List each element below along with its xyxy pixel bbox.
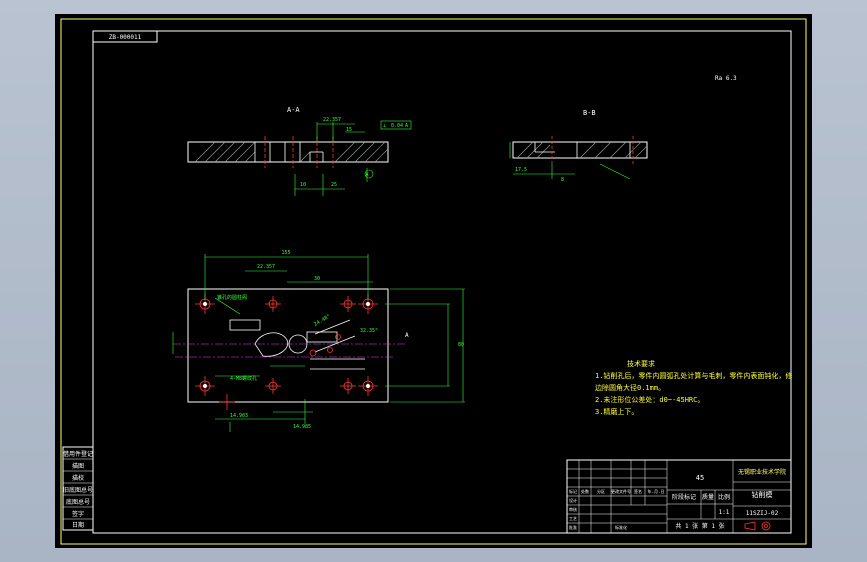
drawing-canvas[interactable]: ZB-000011 Ra 6.3 A-A (55, 14, 812, 548)
tolerance-value: 0.04 (391, 123, 403, 129)
tb-row-4: 更改文件号 (611, 488, 631, 494)
tb-role-design: 设计 (569, 497, 577, 503)
dim-bottom-span2: 14.985 (293, 424, 311, 430)
tb-row-5: 签名 (634, 488, 642, 494)
drawing-frame (92, 30, 792, 534)
projection-symbol-icon (744, 521, 771, 531)
strip-row-5: 底图总号 (66, 498, 90, 506)
tech-req-line-2: 边除圆角大径0.1mm。 (595, 384, 666, 392)
tb-part-name: 钻削模 (752, 490, 773, 499)
section-a-view: A-A (187, 106, 412, 196)
plan-view: 155 22.357 30 80 14.903 14.985 24.48° 32… (172, 250, 465, 432)
roughness-general: Ra 6.3 (715, 75, 737, 82)
section-a-label: A-A (287, 106, 300, 114)
dim-bottom-span: 14.903 (230, 413, 248, 419)
dim-angle-2: 32.35° (360, 328, 378, 334)
tb-row-1: 标记 (569, 488, 577, 494)
section-b-view: B-B 17.5 8 (509, 109, 648, 183)
strip-row-3: 描校 (72, 474, 84, 482)
tech-req-line-4: 3.精磨上下。 (595, 408, 639, 416)
drawing-tag-box (92, 30, 158, 43)
tb-drawing-number: 11SZIJ-02 (746, 510, 779, 517)
dim-hole-spacing: 30 (314, 276, 320, 282)
tb-material: 45 (696, 474, 704, 482)
title-block: 45 无锡职业技术学院 钻削模 11SZIJ-02 阶段标记 质量 比例 1:1… (566, 459, 792, 534)
tb-stage-label: 阶段标记 (672, 493, 696, 501)
tb-row-6: 年.月.日 (648, 488, 665, 494)
strip-row-6: 签字 (72, 510, 84, 518)
cad-viewport[interactable]: ZB-000011 Ra 6.3 A-A (55, 14, 812, 548)
tech-req-title: 技术要求 (627, 360, 655, 368)
drawing-tag: ZB-000011 (109, 34, 142, 41)
dim-angle-1: 24.48° (313, 314, 332, 328)
tech-req-line-1: 1.钻削孔后，零件内圆弧孔处计算与毛刺，零件内表面钝化，修 (595, 372, 793, 380)
tb-sheet-info: 共 1 张 第 1 张 (675, 522, 724, 530)
tb-scale: 1:1 (719, 509, 730, 516)
tb-role-approve: 批准 (569, 524, 577, 530)
strip-row-7: 日期 (72, 521, 84, 529)
tb-row-2: 处数 (581, 488, 589, 494)
section-a-dim-2: 15 (346, 127, 352, 133)
tb-company: 无锡职业技术学院 (738, 468, 786, 476)
section-cut-a: A (405, 332, 409, 339)
section-a-dim-1: 22.357 (323, 117, 341, 123)
section-b-dim-2: 8 (561, 177, 564, 183)
tolerance-datum: A (405, 123, 408, 129)
paper-border (60, 18, 807, 545)
tech-req-line-3: 2.未注形位公差处：d0~-45HRC。 (595, 396, 705, 404)
tb-role-process: 工艺 (569, 516, 577, 521)
strip-row-4: 旧底图总号 (63, 486, 93, 494)
dim-hole-offset: 22.357 (257, 264, 275, 270)
dim-height: 80 (458, 342, 464, 348)
section-a-dim-3: 10 (300, 182, 306, 188)
tb-mass-label: 质量 (702, 493, 714, 501)
section-b-label: B-B (583, 109, 596, 117)
datum-a-marker: A (365, 172, 368, 178)
section-a-dim-4: 25 (331, 182, 337, 188)
strip-row-1: 借用件登记 (63, 450, 93, 458)
tb-role-review: 审核 (569, 506, 577, 512)
callout-counterbore: 锥孔的圆柱阁 (217, 294, 247, 301)
callout-through-hole: 4-M8螺纹孔 (230, 375, 257, 382)
tolerance-sym: ⊥ (383, 123, 386, 129)
strip-row-2: 描图 (72, 462, 84, 470)
tb-role-standard: 标准化 (615, 524, 627, 530)
technical-requirements: 技术要求 1.钻削孔后，零件内圆弧孔处计算与毛刺，零件内表面钝化，修 边除圆角大… (595, 358, 792, 418)
section-b-dim-1: 17.5 (515, 167, 527, 173)
left-record-strip: 借用件登记 描图 描校 旧底图总号 底图总号 签字 日期 (62, 446, 94, 531)
tb-scale-label: 比例 (718, 493, 730, 501)
dim-overall-width: 155 (281, 250, 290, 256)
tb-row-3: 分区 (597, 488, 605, 494)
